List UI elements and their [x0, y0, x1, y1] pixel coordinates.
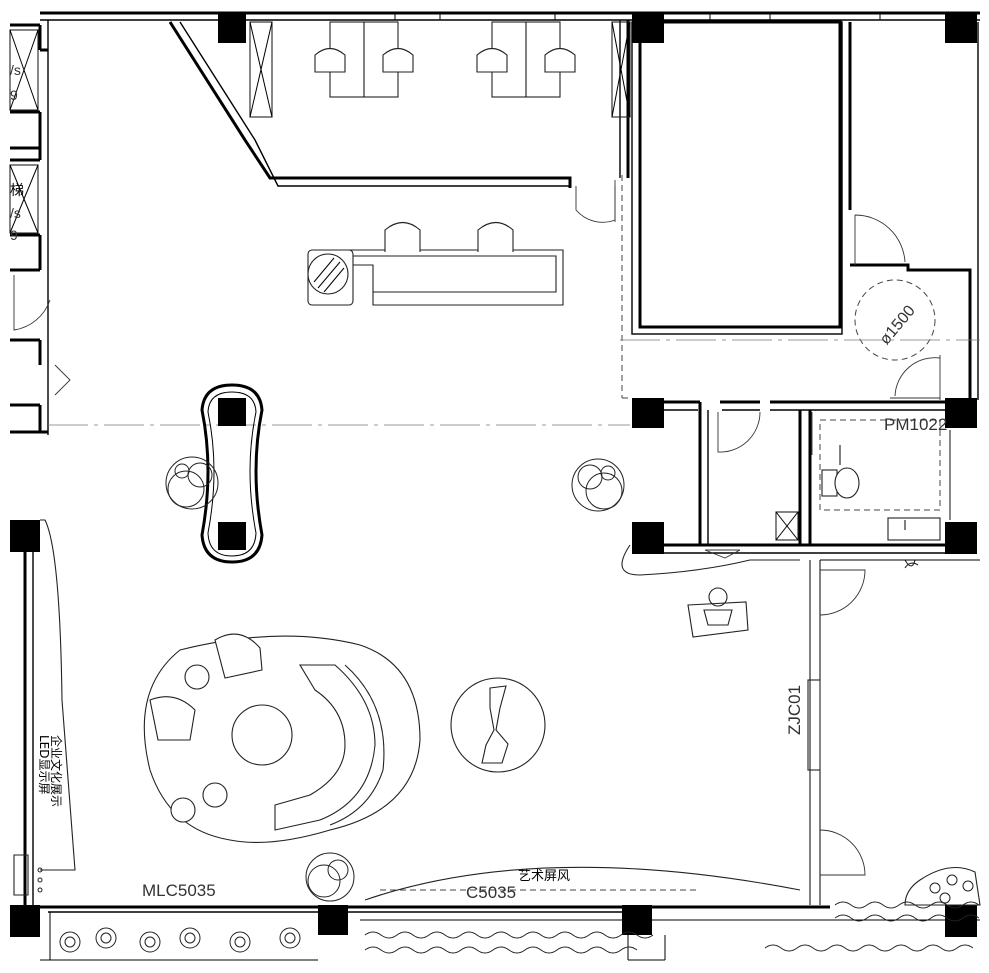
plants	[165, 456, 749, 902]
planter-strip	[59, 927, 301, 953]
column	[945, 13, 977, 43]
right-entrance: ZJC01	[785, 559, 980, 905]
hand-cursor-icon	[904, 559, 919, 569]
column	[10, 905, 40, 937]
side-table	[170, 797, 196, 823]
left-text-4: /s	[10, 205, 21, 221]
display-wall: LED显示屏 企业文化展示	[13, 519, 76, 905]
plant-icon	[305, 852, 355, 902]
left-text-1: /s	[10, 62, 21, 78]
top-wall	[40, 11, 980, 21]
lounge-chair	[214, 633, 263, 679]
circle-diameter: ø1500	[877, 302, 919, 348]
left-core: /s 9 梯 /s 9	[9, 20, 71, 435]
reception-counter	[342, 249, 564, 306]
right-rooms: ø1500	[621, 20, 979, 400]
toilet	[834, 467, 860, 499]
curved-sofa	[274, 664, 376, 831]
side-table	[184, 664, 210, 690]
art-screen: 艺术屏风	[364, 866, 801, 901]
door-tag-zjc01: ZJC01	[785, 685, 804, 735]
left-text-2: 9	[10, 87, 18, 103]
reception	[307, 221, 564, 306]
sink	[887, 517, 941, 541]
restrooms: PM1022	[621, 400, 951, 576]
coffee-table	[231, 704, 293, 766]
capsule-feature	[200, 383, 264, 564]
plant-icon	[165, 456, 219, 510]
window-tag-c5035: C5035	[466, 883, 516, 902]
lounge-chair	[149, 696, 196, 741]
display-label-culture: 企业文化展示	[49, 735, 64, 807]
column	[318, 905, 348, 935]
office-chair	[544, 47, 576, 73]
person-icon	[687, 587, 749, 638]
window-tag-mlc5035: MLC5035	[142, 881, 216, 900]
upper-office	[168, 20, 631, 223]
column	[10, 520, 40, 552]
water-feature	[364, 866, 981, 954]
office-chair	[476, 47, 508, 73]
column	[632, 522, 664, 554]
column	[218, 13, 246, 43]
lounge-rug	[143, 635, 421, 843]
structural-columns	[10, 13, 977, 937]
column	[945, 522, 977, 554]
bottom-wall: MLC5035 C5035	[40, 881, 980, 961]
left-text-5: 9	[10, 227, 18, 243]
column	[945, 905, 977, 937]
left-text-3: 梯	[10, 183, 24, 199]
art-screen-label: 艺术屏风	[518, 869, 570, 884]
door-tag-pm1022: PM1022	[884, 415, 947, 434]
reception-stool	[307, 253, 349, 295]
reception-chair	[384, 221, 421, 252]
axis-lines	[48, 339, 980, 426]
lounge	[143, 633, 421, 843]
display-label-led: LED显示屏	[37, 735, 51, 795]
turning-circle	[854, 279, 936, 361]
column	[632, 13, 664, 43]
column	[945, 398, 977, 428]
reception-chair	[477, 221, 514, 252]
sculpture	[450, 677, 546, 773]
office-chair	[382, 47, 414, 73]
side-table	[202, 782, 228, 808]
office-chair	[314, 47, 346, 73]
plant-icon	[571, 458, 625, 512]
